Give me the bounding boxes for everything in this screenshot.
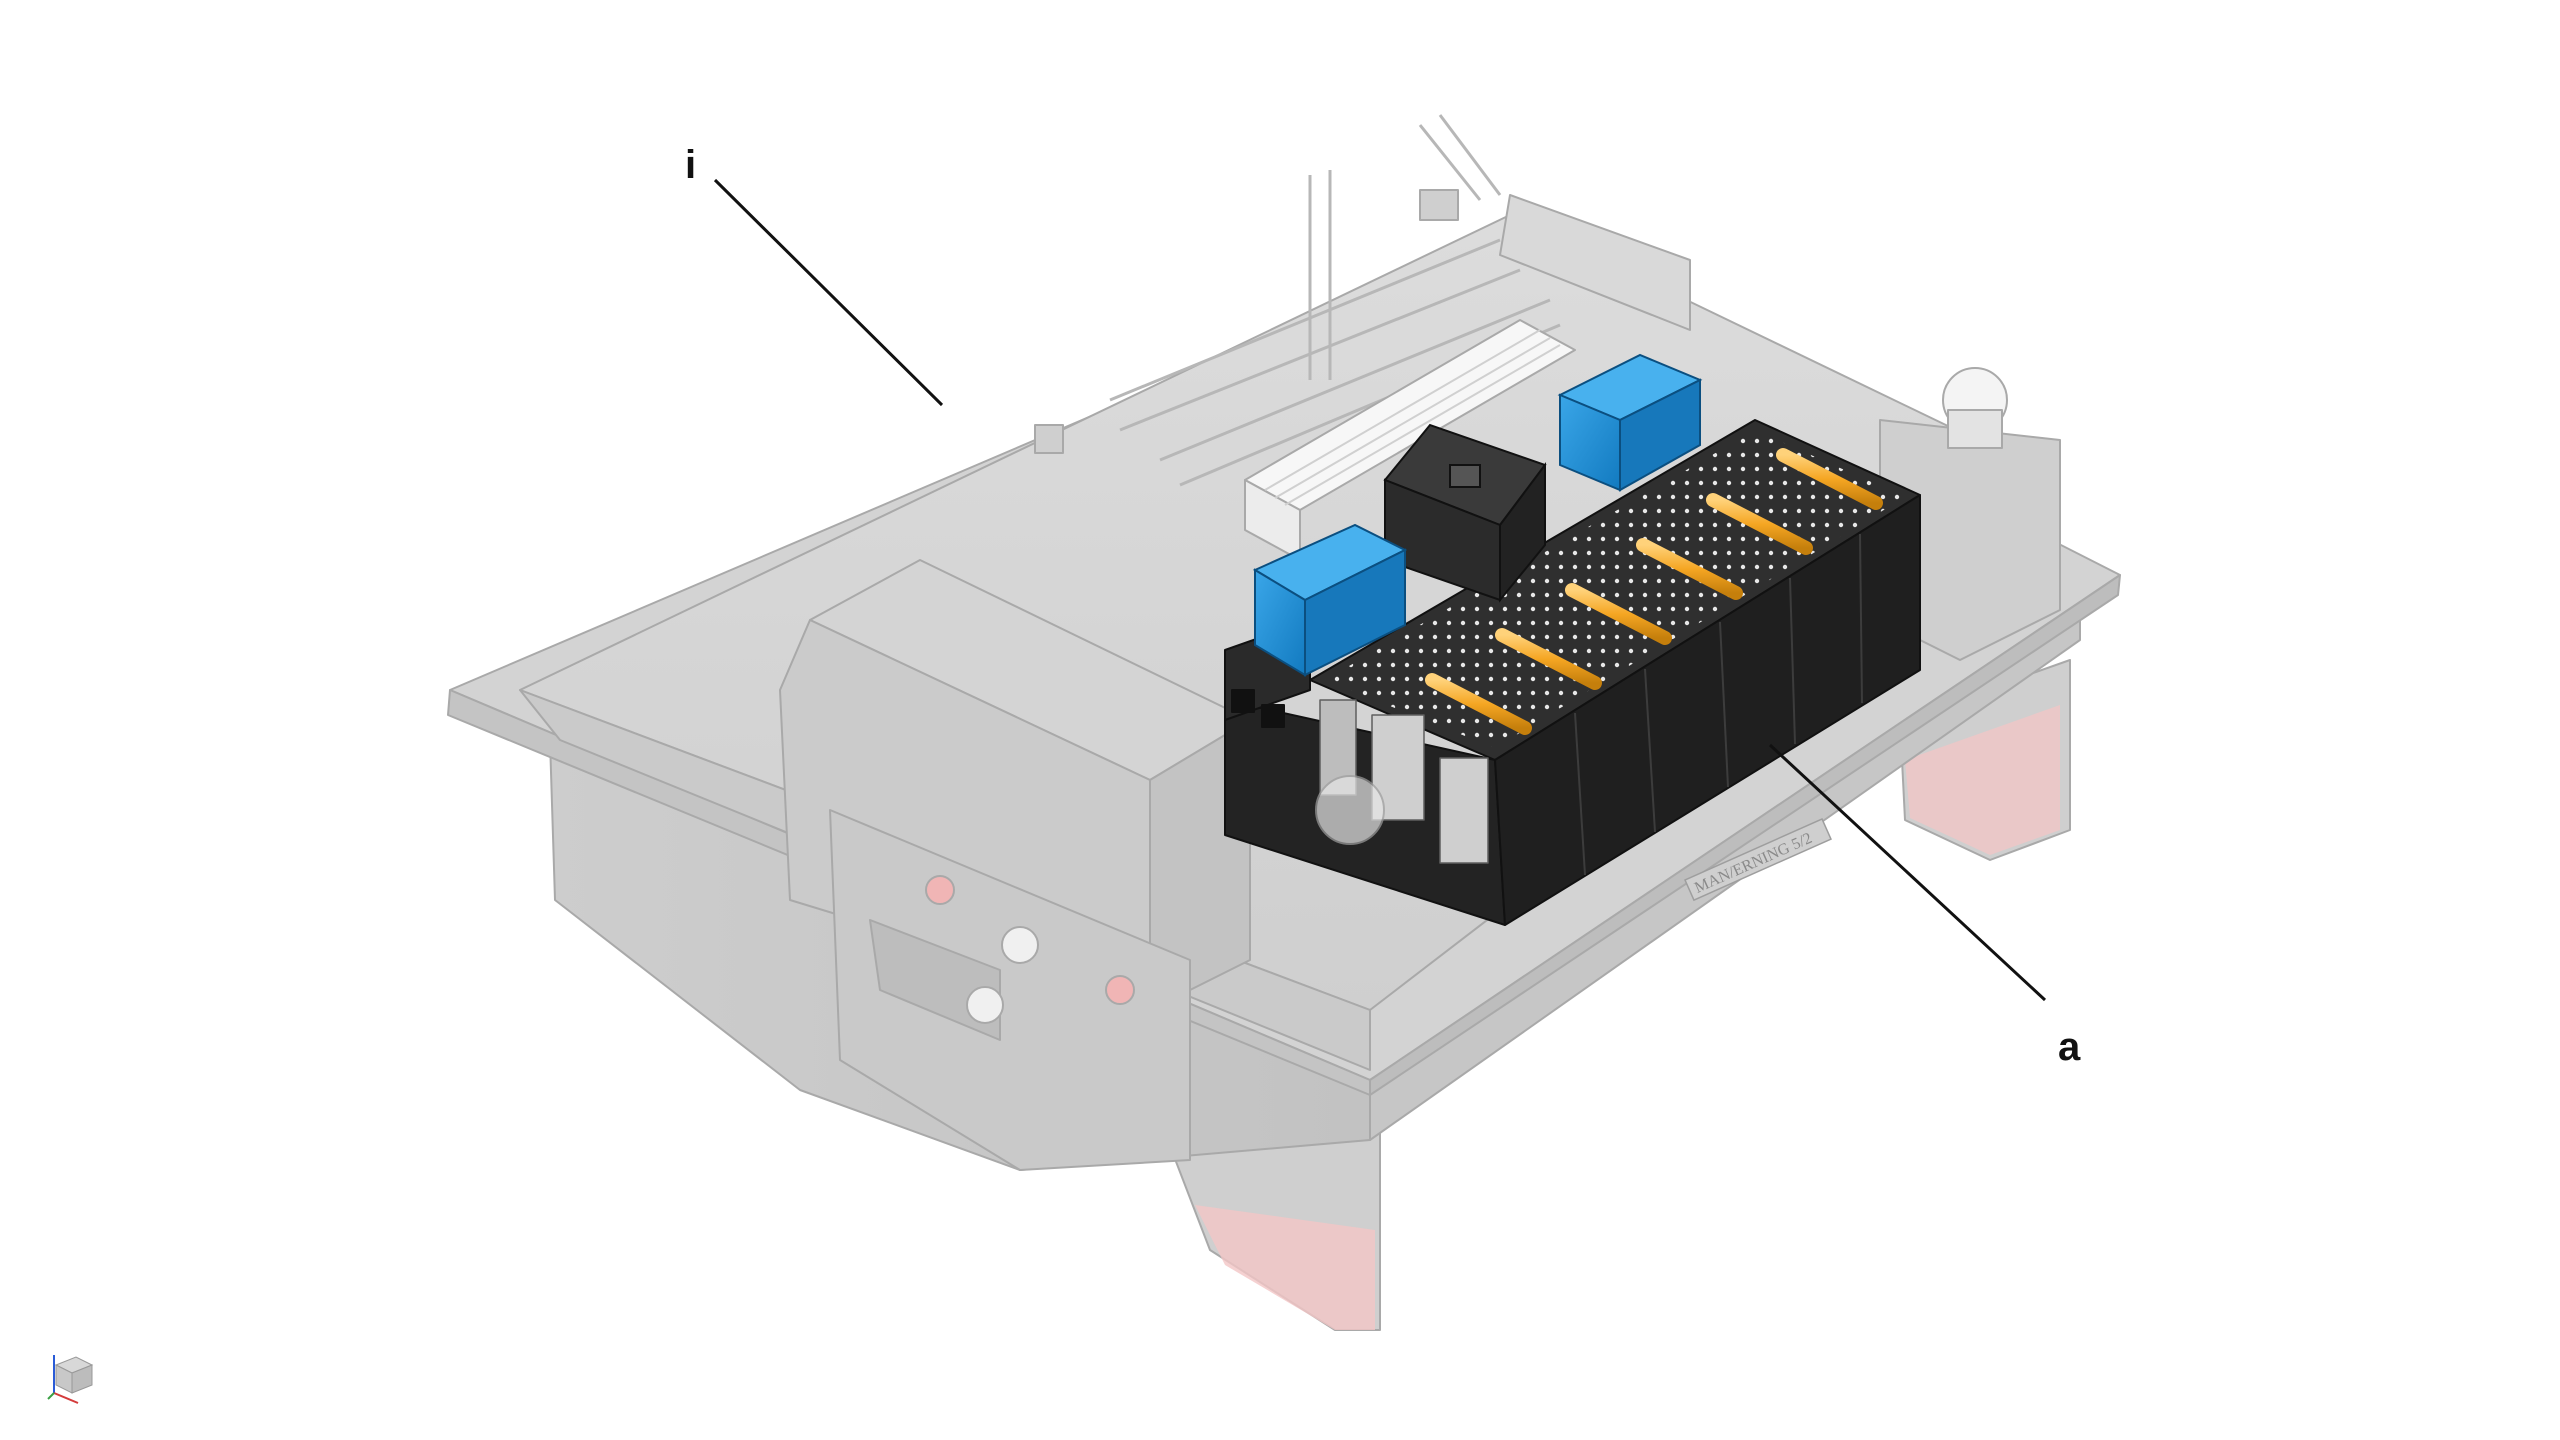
clamp-block-top xyxy=(1419,189,1459,221)
front-foot-pink xyxy=(1195,1205,1375,1330)
connector-blue-right xyxy=(1557,353,1703,492)
leader-line-a xyxy=(1768,743,2047,1002)
handle-5 xyxy=(1706,493,1813,555)
front-panel xyxy=(829,809,1191,1171)
knob-lower xyxy=(966,986,1004,1024)
control-box xyxy=(1383,423,1547,603)
handles xyxy=(1425,448,1883,735)
module-segments xyxy=(1574,533,1863,876)
module-side xyxy=(1494,494,1921,926)
rear-foot-pink xyxy=(1905,705,2060,855)
handle-3 xyxy=(1565,583,1672,645)
handle-2 xyxy=(1495,628,1602,690)
module-top-dots xyxy=(1325,430,1905,748)
ladder-frame xyxy=(1109,114,1561,487)
connector-blue-left xyxy=(1252,523,1408,677)
knob-upper xyxy=(1001,926,1039,964)
leader-line-i xyxy=(713,178,944,407)
callout-i: i xyxy=(685,143,944,407)
terminal-blocks xyxy=(1319,699,1489,864)
indicator-lamp-right xyxy=(1105,975,1135,1005)
callout-label-a: a xyxy=(2058,1025,2081,1069)
indicator-lamp-left xyxy=(925,875,955,905)
front-lamp-ghost xyxy=(1315,775,1385,845)
callout-a: a xyxy=(1768,743,2081,1069)
rim-edge-right xyxy=(1369,574,2121,1096)
socket-2 xyxy=(1261,704,1285,728)
handle-4 xyxy=(1636,538,1743,600)
handle-6 xyxy=(1776,448,1883,510)
clamp-block-left xyxy=(1034,424,1064,454)
power-module xyxy=(1224,419,1921,926)
dome-sensor-base xyxy=(1947,409,2003,449)
rear-block-top xyxy=(1499,194,1691,331)
callout-label-i: i xyxy=(685,143,696,187)
socket-1 xyxy=(1231,689,1255,713)
axis-triad-icon xyxy=(47,1355,94,1404)
handle-1 xyxy=(1425,673,1532,735)
